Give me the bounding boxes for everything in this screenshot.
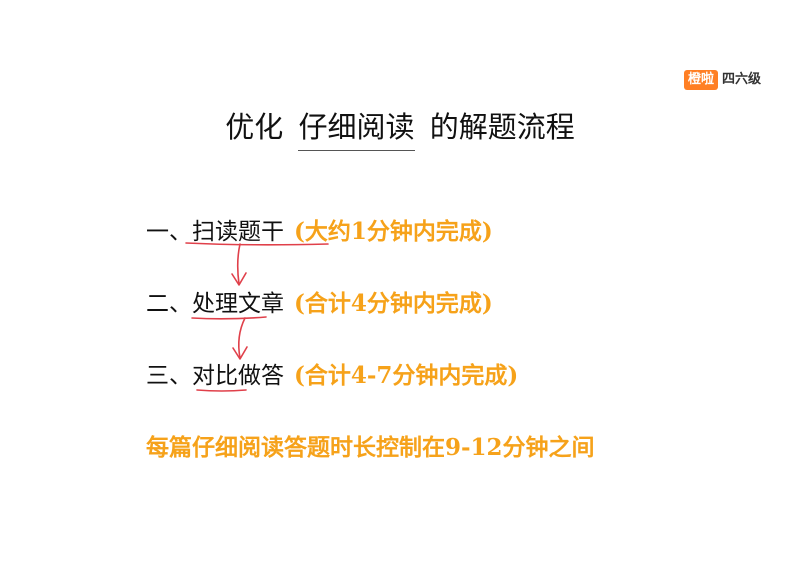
step-label: 处理文章 (192, 291, 284, 317)
brand-text: 四六级 (722, 72, 762, 87)
brand-logo: 橙啦 四六级 (684, 70, 761, 90)
step-label: 扫读题干 (192, 219, 284, 245)
step-number: 二、 (146, 291, 192, 317)
step-number: 三、 (146, 363, 192, 389)
step-label: 对比做答 (192, 363, 284, 389)
step-1: 一、扫读题干 (大约1分钟内完成) (146, 212, 493, 246)
summary-text: 每篇仔细阅读答题时长控制在9-12分钟之间 (146, 434, 595, 461)
page-title: 优化 仔细阅读 的解题流程 (0, 104, 800, 151)
brand-badge: 橙啦 (684, 70, 719, 90)
title-suffix: 的解题流程 (429, 110, 575, 144)
step-2: 二、处理文章 (合计4分钟内完成) (146, 284, 493, 318)
step-note: (合计4-7分钟内完成) (294, 362, 519, 389)
title-highlight: 仔细阅读 (298, 104, 415, 151)
arrow-step-2-to-3 (238, 317, 246, 359)
arrow-step-1-to-2 (236, 243, 241, 285)
title-prefix: 优化 (225, 110, 284, 144)
underline-step-3 (196, 389, 247, 392)
step-note: (合计4分钟内完成) (294, 290, 493, 317)
step-number: 一、 (146, 219, 192, 245)
step-note: (大约1分钟内完成) (294, 218, 493, 245)
step-3: 三、对比做答 (合计4-7分钟内完成) (146, 356, 518, 390)
